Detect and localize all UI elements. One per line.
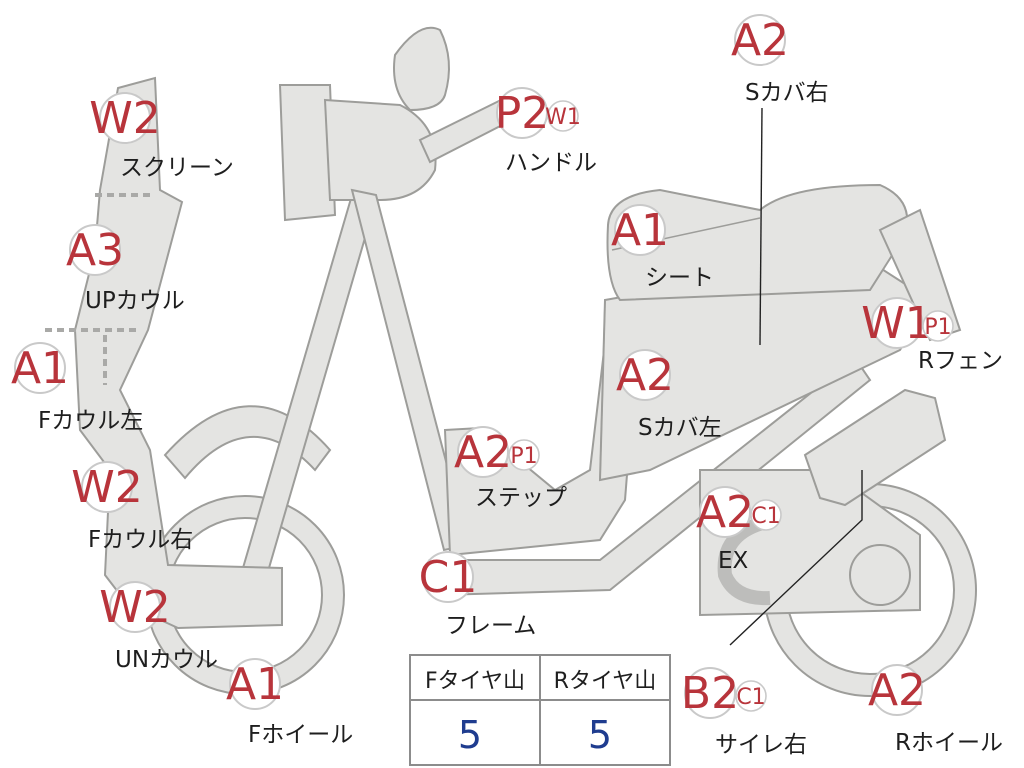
part-label: サイレ右 (715, 732, 807, 758)
part-frame: C1 フレーム (419, 551, 536, 639)
grade-badge (699, 486, 751, 538)
grade-code: A2 (616, 350, 674, 401)
grade-badge (422, 551, 474, 603)
grade-badge (81, 461, 133, 513)
secondary-grade-badge (735, 680, 767, 712)
secondary-grade-badge (750, 499, 782, 531)
silencer-shape (803, 388, 947, 507)
grade-badge (109, 581, 161, 633)
grade-badge (871, 664, 923, 716)
part-label: ステップ (475, 485, 567, 511)
seat-shape (606, 183, 909, 302)
grade-code: A1 (226, 659, 284, 710)
mirror-shape (393, 26, 450, 112)
grade-code: A2 (696, 487, 754, 538)
part-label: スクリーン (120, 155, 234, 181)
part-seat: A1 シート (611, 204, 714, 291)
cover-seam (599, 299, 606, 481)
grade-code: W1 (861, 298, 933, 349)
part-label: Fホイール (248, 722, 353, 748)
grade-code: B2 (681, 668, 739, 719)
secondary-grade-badge (547, 100, 579, 132)
silencer-leader (729, 470, 863, 646)
headlight-shape (278, 84, 337, 222)
grade-code: W2 (89, 93, 161, 144)
grade-badge (229, 658, 281, 710)
rear-tire-tread-value: 5 (588, 713, 612, 757)
part-label: Fカウル左 (38, 408, 143, 434)
grade-code: P2 (495, 88, 550, 139)
grade-code: W2 (71, 462, 143, 513)
part-label: Sカバ左 (638, 415, 722, 441)
grade-badge (734, 14, 786, 66)
s-cover-right-leader (759, 107, 763, 346)
grade-badge (99, 92, 151, 144)
part-label: ハンドル (505, 150, 597, 176)
front-tire-tread-value: 5 (458, 713, 482, 757)
grade-code: A1 (11, 343, 69, 394)
grade-code: A1 (611, 205, 669, 256)
secondary-grade-code: W1 (545, 105, 581, 130)
secondary-grade-code: P1 (510, 444, 537, 469)
engine-hub (849, 544, 911, 606)
grade-code: A2 (454, 427, 512, 478)
grade-badge (871, 297, 923, 349)
rear-tire-tread-label: Rタイヤ山 (554, 669, 657, 694)
grade-badge (69, 224, 121, 276)
part-label: UNカウル (115, 647, 218, 673)
part-label: UPカウル (85, 288, 185, 314)
handle-head-shape (323, 98, 437, 201)
part-label: Fカウル右 (88, 527, 193, 553)
grade-badge (457, 426, 509, 478)
tire-tread-table: Fタイヤ山 Rタイヤ山 5 5 (409, 654, 671, 766)
part-label: フレーム (445, 613, 536, 639)
grade-code: A3 (66, 225, 124, 276)
part-label: シート (645, 265, 714, 291)
grade-code: A2 (731, 15, 789, 66)
secondary-grade-code: C1 (736, 685, 765, 710)
grade-code: A2 (868, 665, 926, 716)
grade-code: W2 (99, 582, 171, 633)
part-label: Rフェン (918, 348, 1003, 374)
part-screen: W2 スクリーン (89, 92, 234, 181)
grade-code: C1 (419, 552, 478, 603)
secondary-grade-badge (922, 310, 954, 342)
secondary-grade-code: C1 (751, 504, 780, 529)
secondary-grade-badge (508, 439, 540, 471)
grade-badge (614, 204, 666, 256)
secondary-grade-code: P1 (924, 315, 951, 340)
front-tire-tread-label: Fタイヤ山 (425, 669, 525, 694)
part-label: Sカバ右 (745, 80, 829, 106)
part-label: EX (718, 548, 749, 574)
exhaust-pipe-shape (717, 513, 777, 606)
grade-badge (684, 667, 736, 719)
part-label: Rホイール (895, 730, 1003, 756)
grade-badge (619, 349, 671, 401)
grade-badge (14, 342, 66, 394)
grade-badge (496, 87, 548, 139)
